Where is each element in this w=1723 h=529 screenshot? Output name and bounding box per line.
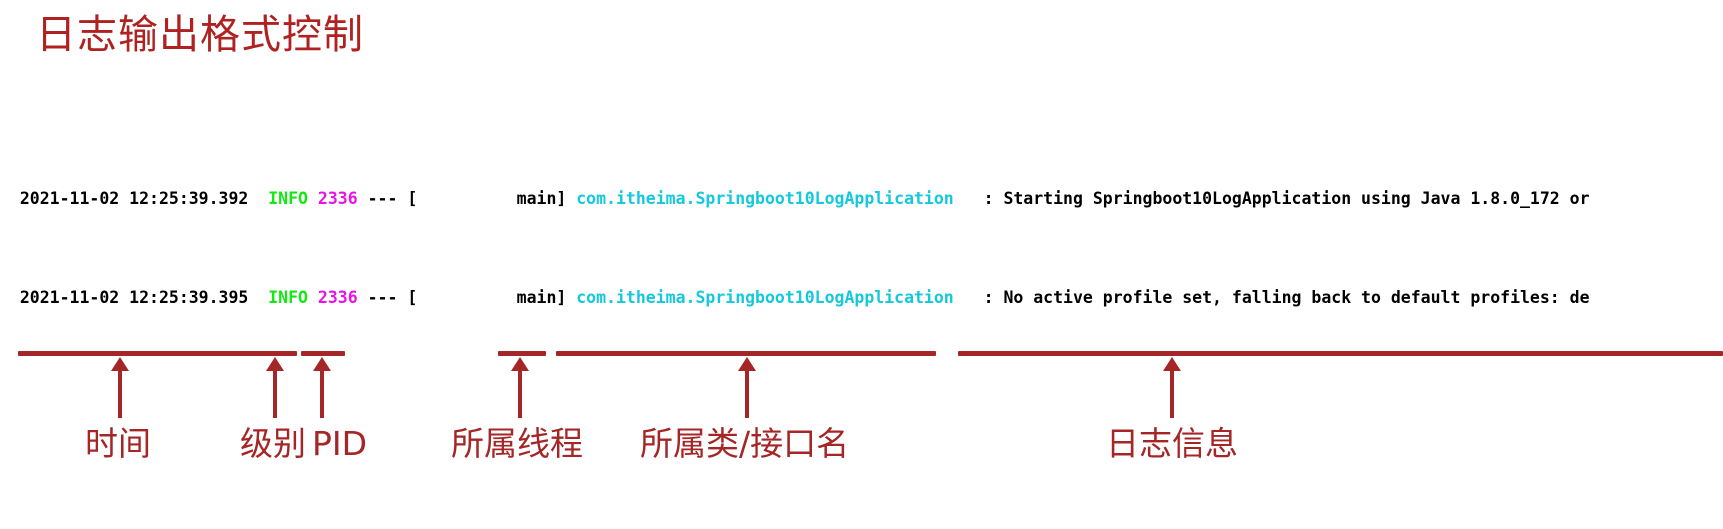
log-thread: main] [516,288,567,308]
arrowhead-level [266,357,284,371]
log-message: No active profile set, falling back to d… [1003,288,1590,308]
log-message: Starting Springboot10LogApplication usin… [1003,188,1590,208]
gap [397,189,407,208]
thread-pad [417,189,516,208]
arrowhead-time [111,357,129,371]
annotation-label-message: 日志信息 [1106,424,1238,463]
leader-thread [518,370,522,418]
gap [994,288,1004,307]
gap [308,189,318,208]
log-separator: : [983,288,994,308]
leader-level [273,370,277,418]
log-row: 2021-11-02 12:25:39.392 INFO 2336 --- [ … [0,187,1723,212]
gap [248,189,268,208]
gap [566,189,576,208]
gap [566,288,576,307]
log-console: 2021-11-02 12:25:39.392 INFO 2336 --- [ … [0,112,1723,340]
log-timestamp: 2021-11-02 12:25:39.395 [19,288,249,308]
leader-logger [745,370,749,418]
arrowhead-message [1163,357,1181,371]
annotation-label-level: 级别 [240,424,306,463]
log-pid: 2336 [317,288,358,308]
log-row: 2021-11-02 12:25:39.395 INFO 2336 --- [ … [0,286,1723,311]
gap [248,288,268,307]
page-title: 日志输出格式控制 [36,12,364,58]
gap [397,288,407,307]
leader-message [1170,370,1174,418]
log-bracket-open: [ [407,188,418,208]
thread-pad [417,288,516,307]
arrowhead-logger [738,357,756,371]
annotation-label-time: 时间 [85,424,151,463]
logger-pad [954,288,984,307]
underline-message [958,351,1723,356]
log-bracket-open: [ [407,288,418,308]
log-logger: com.itheima.Springboot10LogApplication [576,188,954,208]
underline-time [18,351,263,356]
gap [308,288,318,307]
log-level: INFO [268,188,308,208]
row-indent [0,189,20,208]
annotation-label-logger: 所属类/接口名 [640,424,850,463]
leader-time [118,370,122,418]
logger-pad [954,189,984,208]
underline-level [257,351,297,356]
underline-pid [301,351,345,356]
log-thread: main] [516,188,567,208]
leader-pid [320,370,324,418]
gap [358,288,368,307]
log-timestamp: 2021-11-02 12:25:39.392 [19,188,249,208]
gap [994,189,1004,208]
log-dashes: --- [367,188,398,208]
log-separator: : [983,188,994,208]
arrowhead-thread [511,357,529,371]
annotation-label-thread: 所属线程 [451,424,583,463]
gap [358,189,368,208]
arrowhead-pid [313,357,331,371]
row-indent [0,288,20,307]
log-pid: 2336 [317,188,358,208]
underline-logger [556,351,936,356]
annotation-label-pid: PID [312,424,368,463]
underline-thread [498,351,546,356]
log-logger: com.itheima.Springboot10LogApplication [576,288,954,308]
log-dashes: --- [367,288,398,308]
log-level: INFO [268,288,308,308]
